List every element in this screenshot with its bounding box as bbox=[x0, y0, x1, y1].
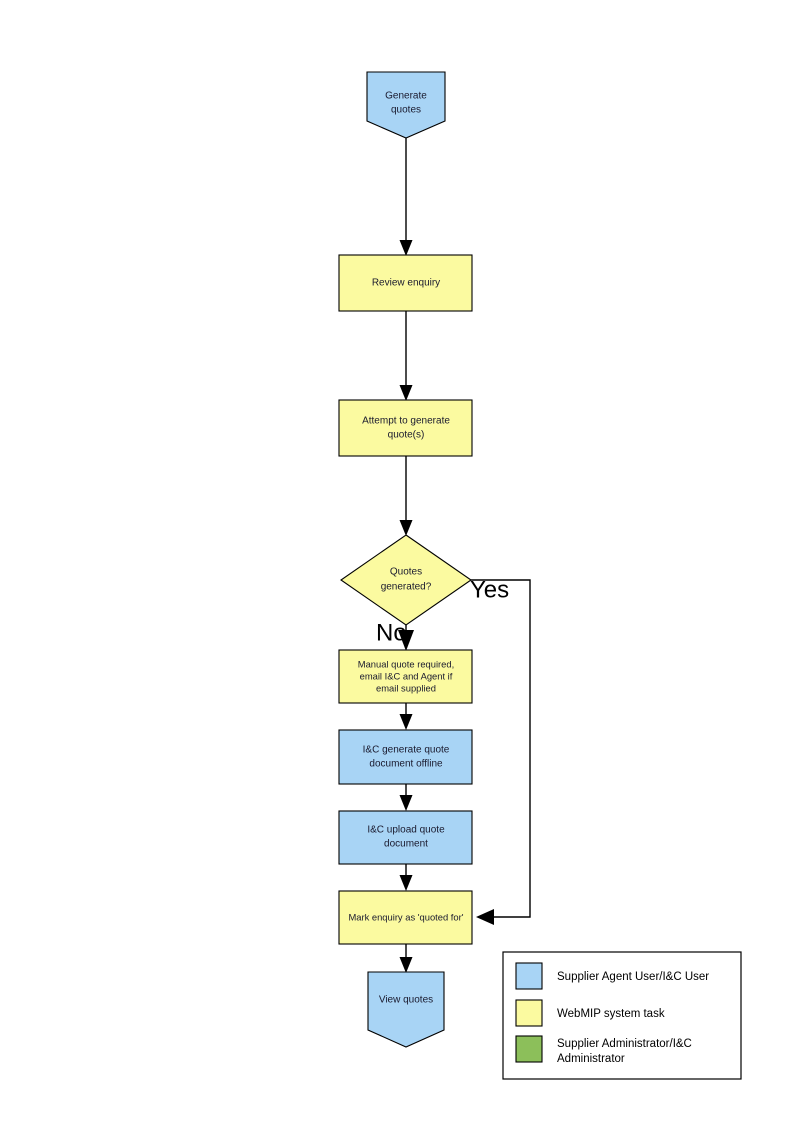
review-enquiry-label: Review enquiry bbox=[372, 278, 440, 289]
ic-upload-quote-document-shape bbox=[338, 810, 473, 865]
node-generate-quotes[interactable]: Generate quotes bbox=[366, 71, 446, 139]
edge-manual-quote-to-ic-generate bbox=[399, 703, 413, 730]
legend-label-administrator-line-2: Administrator bbox=[557, 1053, 625, 1065]
edge-mark-enquiry-to-view-quotes bbox=[399, 944, 413, 973]
node-attempt-generate-quotes[interactable]: Attempt to generate quote(s) bbox=[338, 399, 473, 457]
node-mark-enquiry-quoted-for[interactable]: Mark enquiry as 'quoted for' bbox=[338, 890, 473, 945]
legend-label-administrator-line-1: Supplier Administrator/I&C bbox=[557, 1038, 692, 1050]
edge-decision-to-manual-quote bbox=[398, 625, 414, 651]
branch-label-yes: Yes bbox=[470, 576, 509, 603]
legend-swatch-system-task bbox=[515, 999, 543, 1027]
quotes-generated-decision-label-line-1: Quotes bbox=[390, 567, 422, 578]
ic-generate-quote-offline-shape bbox=[338, 729, 473, 785]
edge-decision-to-mark-enquiry-yes bbox=[471, 579, 531, 925]
view-quotes-label: View quotes bbox=[379, 995, 433, 1006]
generate-quotes-shape bbox=[366, 71, 446, 139]
edge-generate-quotes-to-review-enquiry bbox=[399, 138, 413, 256]
quotes-generated-decision-shape bbox=[340, 534, 472, 626]
generate-quotes-label-line-2: quotes bbox=[391, 105, 421, 116]
attempt-generate-quotes-label-line-1: Attempt to generate bbox=[362, 416, 450, 427]
mark-enquiry-quoted-for-label: Mark enquiry as 'quoted for' bbox=[348, 911, 463, 922]
attempt-generate-quotes-label-line-2: quote(s) bbox=[388, 430, 425, 441]
node-ic-generate-quote-offline[interactable]: I&C generate quote document offline bbox=[338, 729, 473, 785]
manual-quote-required-label-line-1: Manual quote required, bbox=[358, 658, 454, 669]
node-view-quotes[interactable]: View quotes bbox=[367, 971, 445, 1048]
node-review-enquiry[interactable]: Review enquiry bbox=[338, 254, 473, 312]
edge-ic-upload-to-mark-enquiry bbox=[399, 864, 413, 891]
legend-label-user-task: Supplier Agent User/I&C User bbox=[557, 971, 709, 983]
node-ic-upload-quote-document[interactable]: I&C upload quote document bbox=[338, 810, 473, 865]
node-manual-quote-required[interactable]: Manual quote required, email I&C and Age… bbox=[338, 649, 473, 704]
attempt-generate-quotes-shape bbox=[338, 399, 473, 457]
legend: Supplier Agent User/I&C User WebMIP syst… bbox=[502, 951, 742, 1080]
node-quotes-generated-decision[interactable]: Quotes generated? bbox=[340, 534, 472, 626]
legend-item-supplier-administrator: Supplier Administrator/I&C Administrator bbox=[515, 1035, 692, 1065]
ic-generate-quote-offline-label-line-2: document offline bbox=[369, 759, 443, 770]
ic-upload-quote-document-label-line-1: I&C upload quote bbox=[367, 825, 445, 836]
manual-quote-required-label-line-3: email supplied bbox=[376, 682, 436, 693]
edge-review-enquiry-to-attempt-generate-quotes bbox=[399, 311, 413, 401]
view-quotes-shape bbox=[367, 971, 445, 1048]
manual-quote-required-shape bbox=[338, 649, 473, 704]
legend-frame bbox=[502, 951, 742, 1080]
legend-item-supplier-agent-user: Supplier Agent User/I&C User bbox=[515, 962, 709, 990]
mark-enquiry-quoted-for-shape bbox=[338, 890, 473, 945]
legend-label-system-task: WebMIP system task bbox=[557, 1008, 665, 1020]
edge-attempt-generate-quotes-to-decision bbox=[399, 456, 413, 536]
ic-generate-quote-offline-label-line-1: I&C generate quote bbox=[363, 745, 450, 756]
quotes-generated-decision-label-line-2: generated? bbox=[381, 582, 432, 593]
edge-ic-generate-to-ic-upload bbox=[399, 784, 413, 811]
generate-quotes-label-line-1: Generate bbox=[385, 91, 427, 102]
connector-layer bbox=[398, 138, 531, 973]
legend-item-webmip-system-task: WebMIP system task bbox=[515, 999, 665, 1027]
manual-quote-required-label-line-2: email I&C and Agent if bbox=[360, 670, 453, 681]
legend-swatch-user-task bbox=[515, 962, 543, 990]
review-enquiry-shape bbox=[338, 254, 473, 312]
branch-label-no: No bbox=[376, 619, 407, 646]
legend-swatch-administrator bbox=[515, 1035, 543, 1063]
ic-upload-quote-document-label-line-2: document bbox=[384, 839, 428, 850]
